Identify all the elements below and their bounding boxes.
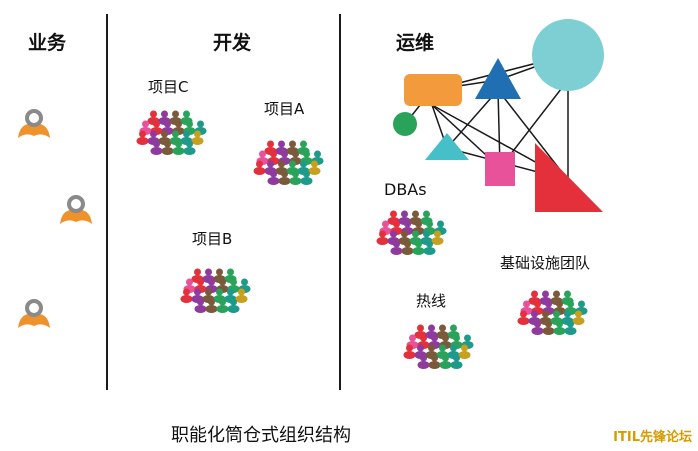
team-member-icon: [194, 120, 207, 135]
team-member-icon: [390, 240, 403, 255]
cyan-triangle-shape: [425, 133, 469, 160]
project-a-team-cluster: [253, 140, 324, 185]
team-member-icon: [216, 298, 229, 313]
team-member-icon: [267, 170, 280, 185]
team-member-icon: [428, 354, 441, 369]
team-member-icon: [431, 230, 444, 245]
project-b-label: 项目B: [192, 230, 233, 248]
business-user-icon: [60, 195, 92, 224]
team-member-icon: [439, 334, 452, 349]
team-member-icon: [194, 298, 207, 313]
divider-business-dev: [106, 14, 108, 390]
team-member-icon: [450, 354, 463, 369]
business-user-icon: [18, 109, 50, 138]
team-member-icon: [172, 140, 185, 155]
team-member-icon: [191, 130, 204, 145]
dbas-label: DBAs: [384, 180, 427, 199]
hotline-label: 热线: [416, 292, 447, 310]
business-user-icon: [18, 299, 50, 328]
project-c-label: 项目C: [148, 78, 189, 96]
team-member-icon: [161, 140, 174, 155]
team-member-icon: [205, 298, 218, 313]
team-member-icon: [216, 278, 229, 293]
team-member-icon: [439, 354, 452, 369]
hotline-team-cluster: [403, 324, 474, 369]
team-member-icon: [227, 298, 240, 313]
team-member-icon: [542, 320, 555, 335]
team-member-icon: [150, 140, 163, 155]
green-circle-shape: [393, 112, 417, 136]
column-title-business: 业务: [28, 32, 67, 54]
team-member-icon: [401, 240, 414, 255]
team-member-icon: [572, 310, 585, 325]
watermark: ITIL先锋论坛: [613, 430, 692, 445]
orange-rounded-rect-shape: [404, 74, 462, 106]
project-c-team-cluster: [136, 110, 207, 155]
team-member-icon: [278, 170, 291, 185]
red-right-triangle-shape: [535, 143, 603, 212]
infra-team-cluster: [517, 290, 588, 335]
blue-triangle-shape: [475, 58, 521, 99]
column-title-development: 开发: [213, 32, 252, 54]
team-member-icon: [403, 344, 416, 359]
team-member-icon: [531, 320, 544, 335]
team-member-icon: [289, 170, 302, 185]
team-member-icon: [180, 288, 193, 303]
team-member-icon: [235, 288, 248, 303]
team-member-icon: [308, 160, 321, 175]
team-member-icon: [412, 240, 425, 255]
team-member-icon: [376, 230, 389, 245]
pink-square-shape: [485, 152, 515, 186]
team-member-icon: [423, 240, 436, 255]
divider-dev-ops: [339, 14, 341, 390]
project-b-team-cluster: [180, 268, 251, 313]
team-member-icon: [517, 310, 530, 325]
project-a-label: 项目A: [264, 100, 305, 118]
dbas-team-cluster: [376, 210, 447, 255]
infra-team-label: 基础设施团队: [500, 254, 591, 272]
link-line: [446, 89, 499, 149]
diagram-caption: 职能化筒仓式组织结构: [171, 425, 351, 446]
team-member-icon: [564, 320, 577, 335]
team-member-icon: [300, 170, 313, 185]
team-member-icon: [183, 140, 196, 155]
team-member-icon: [417, 354, 430, 369]
team-member-icon: [253, 160, 266, 175]
team-member-icon: [136, 130, 149, 145]
team-member-icon: [458, 344, 471, 359]
team-member-icon: [528, 310, 541, 325]
column-title-operations: 运维: [396, 32, 435, 54]
team-member-icon: [553, 320, 566, 335]
teal-circle-shape: [532, 19, 604, 91]
